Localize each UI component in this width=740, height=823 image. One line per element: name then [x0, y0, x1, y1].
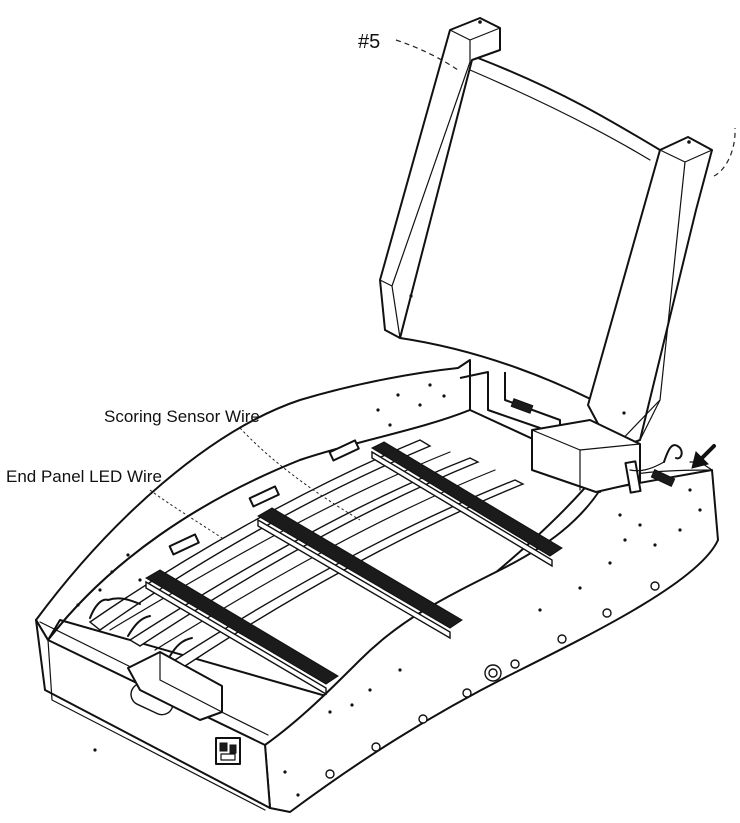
backboard-panel: [379, 17, 713, 451]
end-panel-led-wire-label: End Panel LED Wire: [6, 467, 162, 486]
sensor-wire-right: [663, 444, 683, 463]
channel-right: [173, 479, 525, 667]
cross-rail-back: [370, 441, 563, 557]
sensor-housing: [531, 419, 641, 493]
led-wire-connector-2: [169, 637, 193, 657]
scoring-sensor-wire-leader: [239, 427, 361, 521]
channel-middle: [128, 457, 480, 647]
right-upright-leader: [713, 127, 736, 177]
scoring-sensor-wire-callout: Scoring Sensor Wire: [104, 407, 361, 521]
cross-rail-front: [145, 569, 339, 685]
panel-holes: [76, 383, 702, 797]
cross-rails: [145, 441, 563, 696]
scoring-sensor-wire-label: Scoring Sensor Wire: [104, 407, 260, 426]
cross-rail-middle: [257, 507, 463, 629]
part-callout-5: #5: [358, 31, 736, 177]
part-number-label: #5: [358, 31, 380, 53]
front-end-panel: [35, 619, 271, 809]
wall-brackets: [168, 439, 360, 556]
backboard-curve-edge: [469, 69, 651, 161]
power-switch: [215, 737, 241, 765]
led-wire-left: [89, 597, 141, 619]
led-wire-connector-1: [127, 615, 151, 637]
wires: [89, 444, 683, 657]
end-panel-led-wire-callout: End Panel LED Wire: [6, 467, 226, 541]
arrow-down-left-icon: [691, 444, 716, 469]
end-panel-led-wire-leader: [149, 489, 226, 541]
backboard-left-upright: [379, 17, 501, 339]
